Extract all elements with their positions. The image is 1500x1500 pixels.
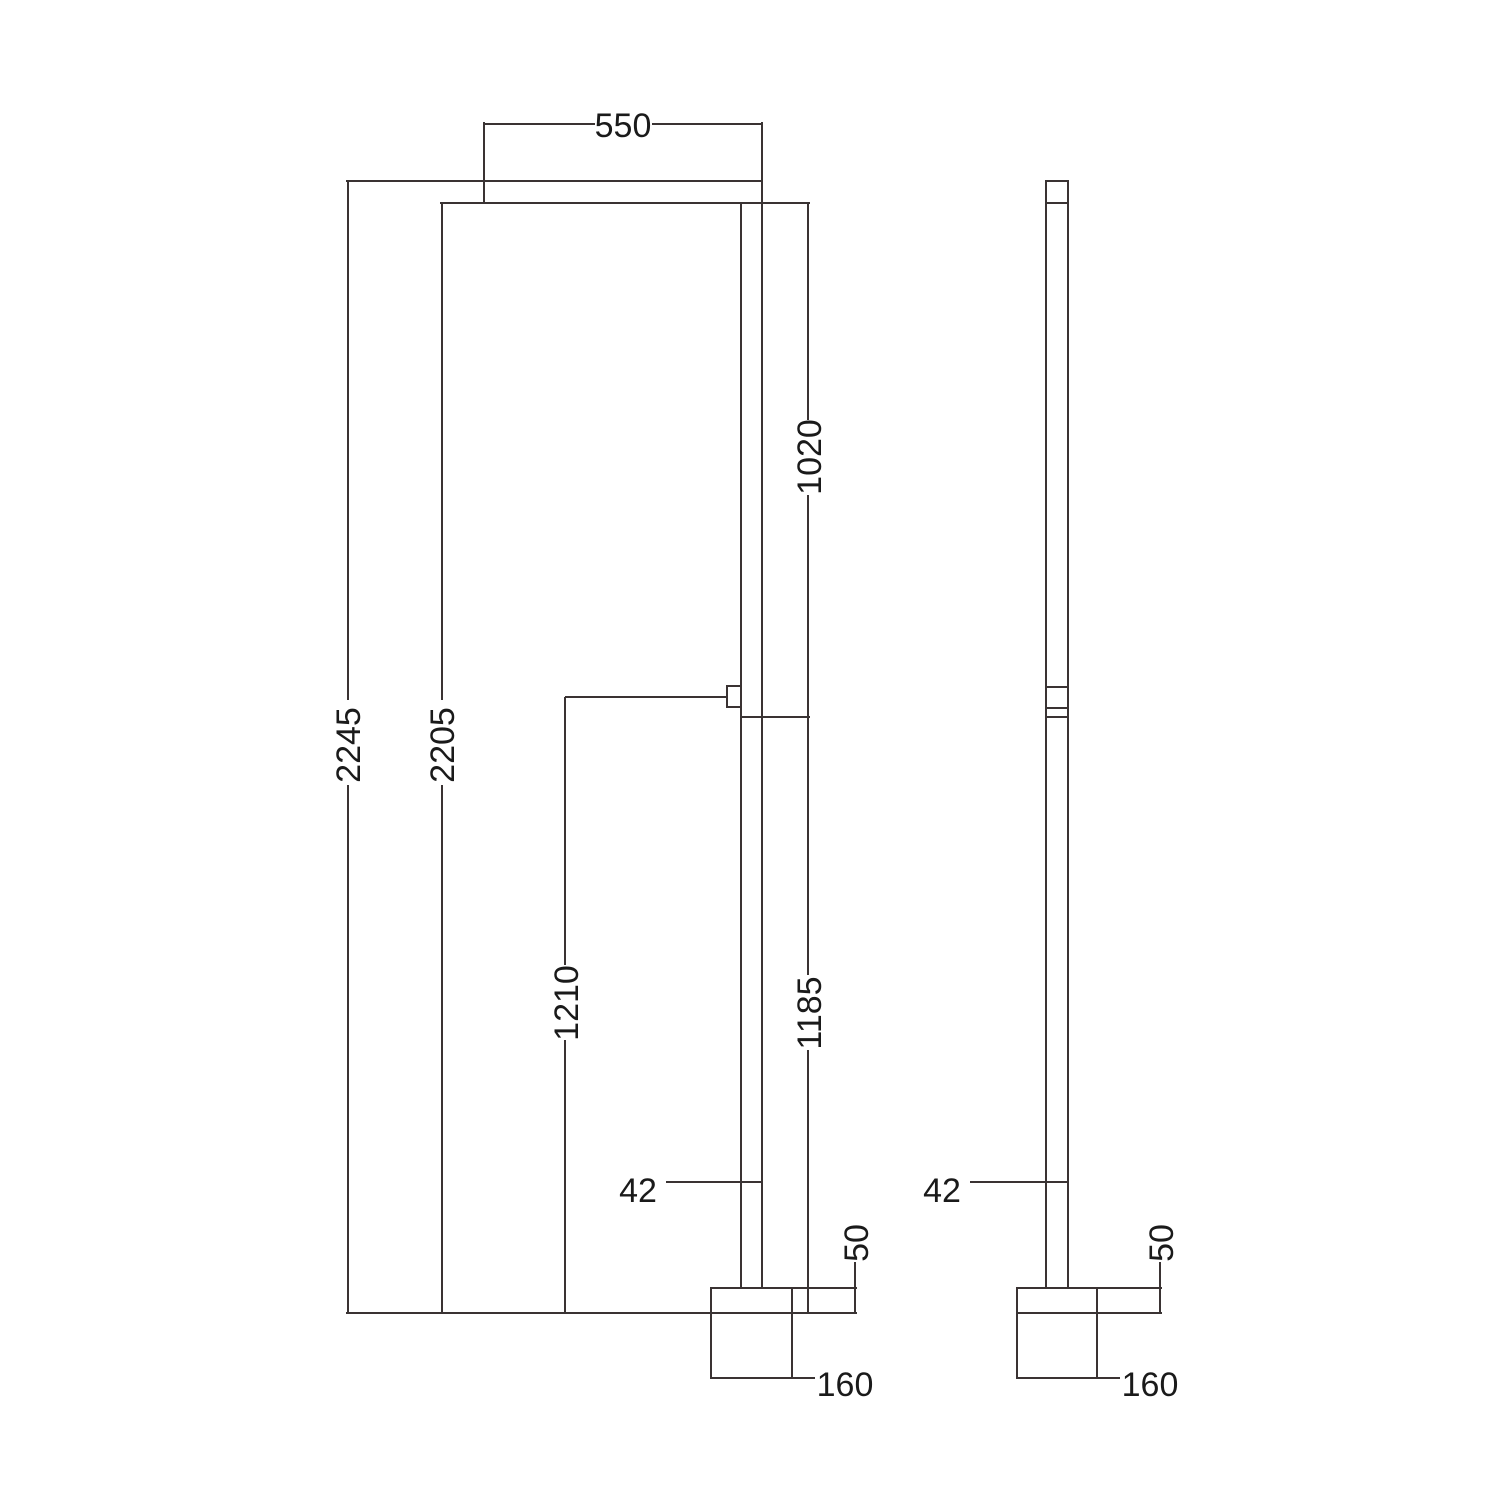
front-view: 550 2245 2205 1210 1020 1185 42 bbox=[330, 107, 876, 1404]
dim-upper-section: 1020 bbox=[791, 419, 829, 495]
dim-column-height: 2205 bbox=[424, 707, 462, 783]
dim-base-width-front: 160 bbox=[817, 1366, 874, 1404]
dim-base-width-side: 160 bbox=[1122, 1366, 1179, 1404]
side-view: 42 50 160 bbox=[923, 180, 1181, 1404]
dim-overall-height: 2245 bbox=[330, 707, 368, 783]
dim-base-height-front: 50 bbox=[838, 1224, 876, 1262]
dim-lower-section: 1185 bbox=[791, 976, 829, 1049]
dim-base-height-side: 50 bbox=[1143, 1224, 1181, 1262]
dim-switch-height: 1210 bbox=[548, 965, 586, 1041]
dim-tube-width-side: 42 bbox=[923, 1172, 961, 1210]
dim-arm-length: 550 bbox=[595, 107, 652, 145]
dim-tube-width-front: 42 bbox=[619, 1172, 657, 1210]
